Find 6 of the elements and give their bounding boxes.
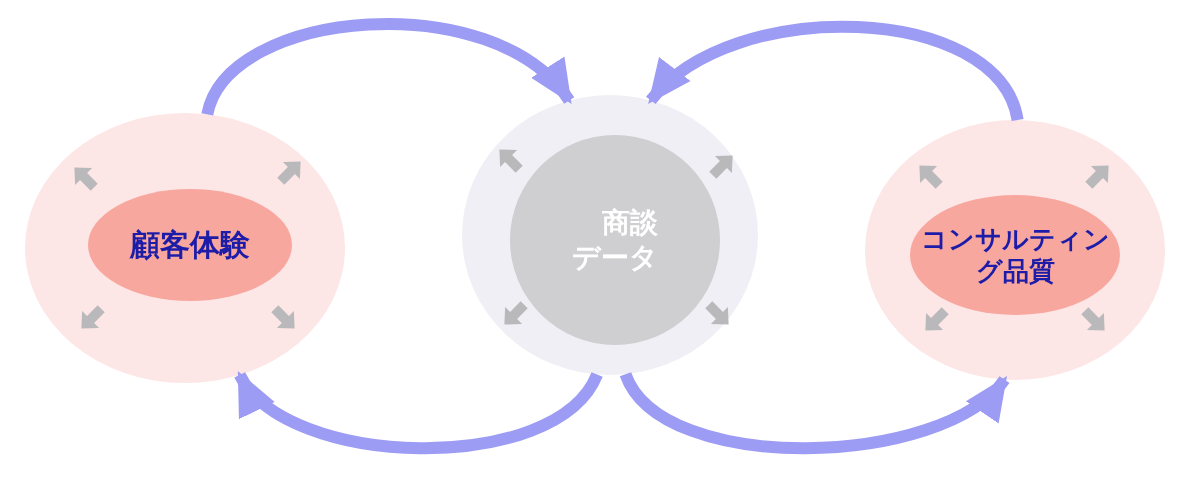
curved-arrow [646,21,1024,122]
curved-arrow [234,371,603,455]
curved-arrow [201,18,574,117]
node-label: 顧客体験 [128,226,251,264]
node-label: コンサルティング品質 [919,222,1111,288]
curved-arrow [620,371,1009,455]
